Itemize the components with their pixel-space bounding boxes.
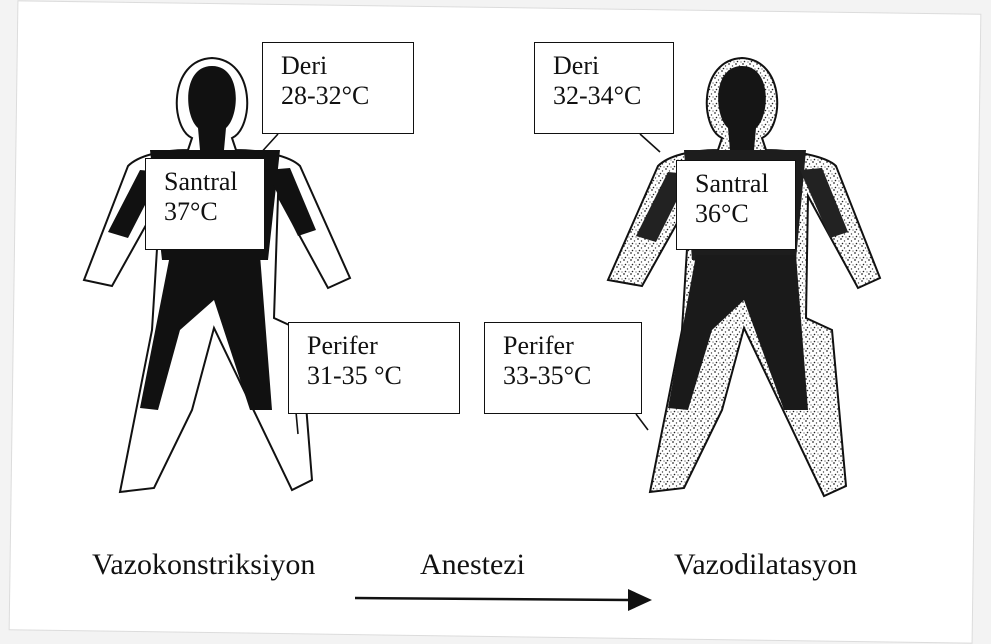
right-caption: Vazodilatasyon [674,548,857,582]
left-santral-value: 37°C [164,197,264,227]
left-perifer-label: Perifer [307,331,459,361]
arrow-caption: Anestezi [420,548,525,582]
right-deri-callout: Deri 32-34°C [534,42,674,134]
left-perifer-callout: Perifer 31-35 °C [288,322,460,414]
left-deri-value: 28-32°C [281,81,413,111]
left-santral-label: Santral [164,167,264,197]
left-deri-label: Deri [281,51,413,81]
anestezi-arrow-shaft [355,598,630,600]
right-perifer-label: Perifer [503,331,641,361]
anestezi-arrow-head [628,589,652,611]
right-perifer-callout: Perifer 33-35°C [484,322,642,414]
right-deri-label: Deri [553,51,673,81]
left-santral-callout: Santral 37°C [145,158,265,250]
left-perifer-value: 31-35 °C [307,361,459,391]
right-deri-pointer [640,134,660,152]
left-caption: Vazokonstriksiyon [92,548,315,582]
right-deri-value: 32-34°C [553,81,673,111]
right-santral-value: 36°C [695,199,795,229]
right-santral-label: Santral [695,169,795,199]
right-perifer-pointer [636,414,648,430]
left-deri-callout: Deri 28-32°C [262,42,414,134]
right-santral-callout: Santral 36°C [676,160,796,250]
right-perifer-value: 33-35°C [503,361,641,391]
